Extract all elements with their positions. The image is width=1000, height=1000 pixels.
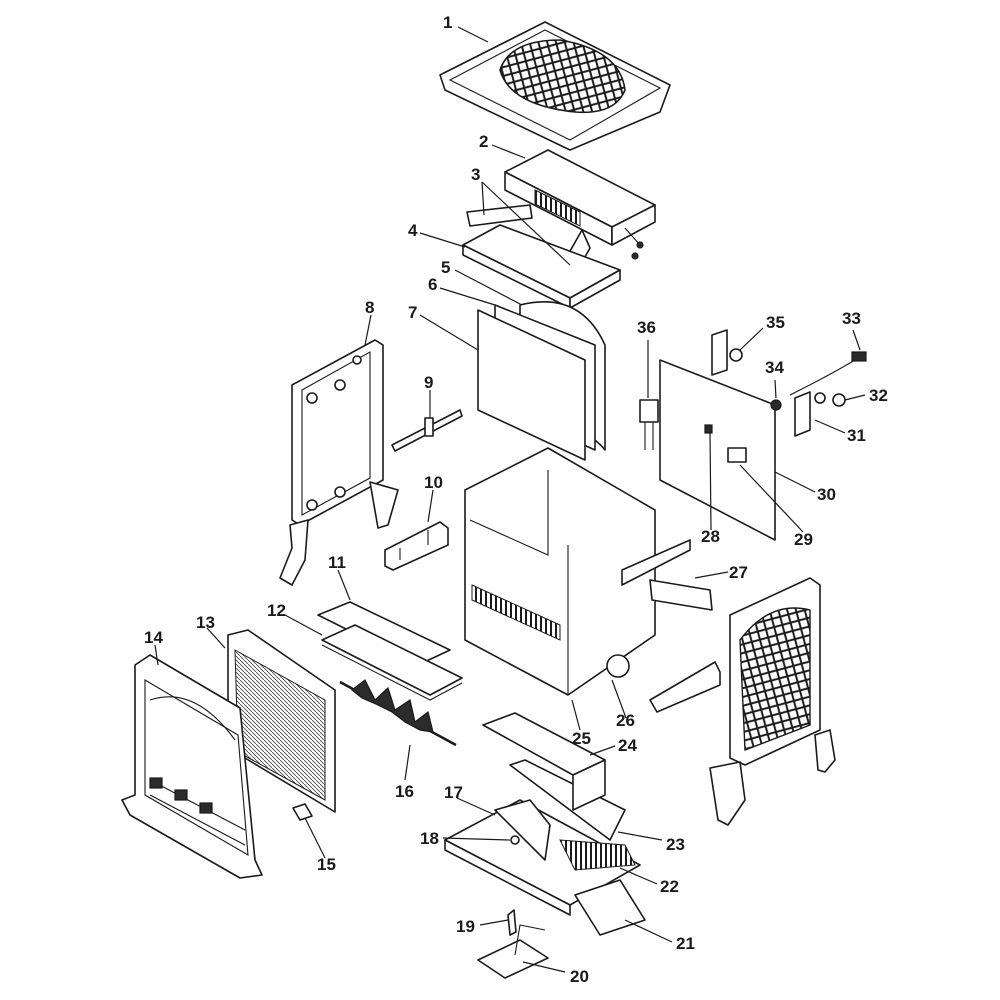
bracket-part-27 [621, 539, 713, 611]
callout-7: 7 [408, 303, 417, 322]
callout-17: 17 [444, 783, 463, 802]
left-side-panel-part-8 [279, 339, 399, 586]
base-assembly-part-17-23 [444, 759, 646, 936]
callout-25: 25 [572, 729, 591, 748]
callout-26: 26 [616, 711, 635, 730]
callout-35: 35 [766, 313, 785, 332]
door-glass-part-13 [227, 629, 336, 813]
bracket-part-24 [482, 712, 606, 811]
plates-part-11-12 [317, 601, 463, 701]
clip-part-15 [292, 803, 313, 821]
callout-30: 30 [817, 485, 836, 504]
front-door-part-14 [121, 654, 263, 879]
callout-21: 21 [676, 934, 695, 953]
callout-8: 8 [365, 298, 374, 317]
glass-panels-part-5-6-7 [477, 301, 606, 461]
callout-10: 10 [424, 473, 443, 492]
bracket-part-9 [391, 409, 463, 452]
callout-11: 11 [328, 553, 346, 572]
callout-5: 5 [441, 258, 450, 277]
callout-24: 24 [618, 736, 637, 755]
firebox-body-part-25 [464, 447, 656, 696]
callout-1: 1 [443, 13, 452, 32]
callout-22: 22 [660, 877, 679, 896]
callout-16: 16 [395, 782, 414, 801]
callout-18: 18 [420, 829, 439, 848]
bracket-right [649, 661, 721, 713]
heat-exchanger-part-2 [504, 149, 656, 260]
right-side-panel [709, 577, 836, 826]
callout-2: 2 [479, 132, 488, 151]
callout-12: 12 [267, 601, 286, 620]
callout-labels: 1 2 3 4 5 6 7 8 9 10 11 12 13 14 15 16 1… [144, 13, 888, 986]
callout-3: 3 [471, 165, 480, 184]
callout-4: 4 [408, 221, 418, 240]
callout-23: 23 [666, 835, 685, 854]
callout-36: 36 [637, 318, 656, 337]
switch-part-36 [639, 399, 659, 450]
back-panel-part-30 [659, 359, 776, 541]
callout-15: 15 [317, 855, 336, 874]
callout-34: 34 [765, 358, 784, 377]
auger-brush-part-16 [339, 679, 457, 747]
callout-19: 19 [456, 917, 475, 936]
callout-20: 20 [570, 967, 589, 986]
callout-32: 32 [869, 386, 888, 405]
callout-14: 14 [144, 628, 163, 647]
top-plate-part-1 [439, 21, 671, 151]
callout-28: 28 [701, 527, 720, 546]
callout-31: 31 [847, 426, 866, 445]
callout-9: 9 [424, 373, 433, 392]
leader-lines [154, 26, 866, 973]
hardware-part-31-35 [711, 329, 867, 437]
callout-33: 33 [842, 309, 861, 328]
callout-29: 29 [794, 530, 813, 549]
callout-27: 27 [729, 563, 748, 582]
igniter-part-19-20 [477, 909, 549, 979]
bracket-part-10 [384, 521, 449, 571]
callout-13: 13 [196, 613, 215, 632]
callout-6: 6 [428, 275, 437, 294]
